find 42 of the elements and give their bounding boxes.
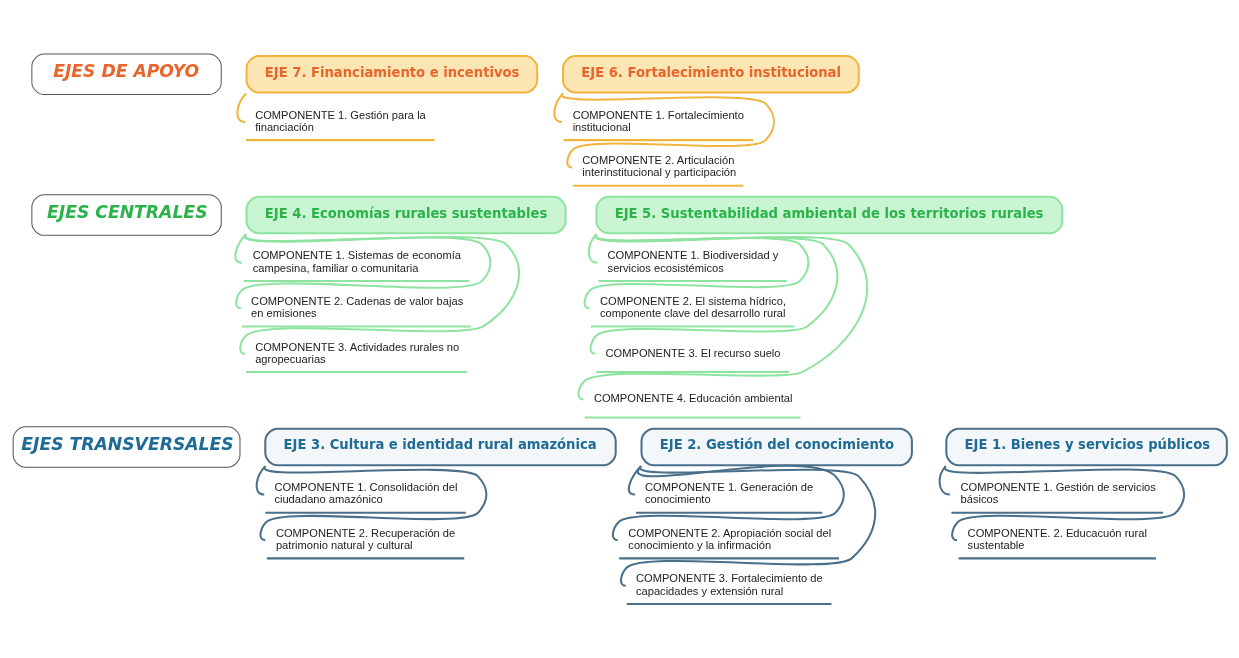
node-box: EJES TRANSVERSALES bbox=[12, 426, 240, 468]
node-box: EJE 5. Sustentabilidad ambiental de los territorios rurales bbox=[594, 195, 1063, 235]
node-box: EJE 7. Financiamiento e incentivos bbox=[245, 55, 538, 94]
connector bbox=[944, 465, 1185, 541]
connector bbox=[235, 233, 491, 310]
connector bbox=[233, 233, 247, 264]
connector bbox=[627, 465, 642, 496]
connector bbox=[552, 92, 564, 123]
node-box: EJES DE APOYO bbox=[30, 53, 222, 96]
node-text: COMPONENTE. 2. Educacuón rural sustentable bbox=[967, 526, 1147, 552]
node-text: COMPONENTE 2. Articulación interinstitucional y participación bbox=[581, 154, 736, 179]
node-text: COMPONENTE 1. Consolidación del ciudadano amazónico bbox=[273, 481, 457, 506]
connector bbox=[259, 465, 487, 542]
connector bbox=[619, 465, 876, 587]
node-text: COMPONENTE 2. El sistema hídrico, componente clave del desarrollo rural bbox=[599, 295, 786, 320]
connector bbox=[255, 465, 266, 496]
node-text: COMPONENTE 1. Gestión de servicios básicos bbox=[960, 481, 1156, 506]
node-text: COMPONENTE 1. Sistemas de economía campesina, familiar o comunitaria bbox=[252, 249, 461, 274]
connector bbox=[238, 233, 520, 355]
node-text: COMPONENTE 2. Cadenas de valor bajas en emisiones bbox=[250, 295, 463, 320]
node-box: EJE 2. Gestión del conocimiento bbox=[640, 427, 913, 467]
node-box: EJE 4. Economías rurales sustentables bbox=[245, 195, 567, 235]
node-text: COMPONENTE 3. Actividades rurales no agropecuarias bbox=[254, 340, 459, 365]
node-text: COMPONENTE 1. Fortalecimiento institucional bbox=[572, 108, 744, 133]
node-text: COMPONENTE 2. Apropiación social del conocimiento y la infirmación bbox=[627, 526, 831, 552]
connector bbox=[938, 465, 950, 496]
node-text: COMPONENTE 3. Fortalecimiento de capacidades y extensión rural bbox=[635, 572, 823, 597]
connector bbox=[587, 233, 598, 264]
node-text: COMPONENTE 4. Educación ambiental bbox=[593, 392, 792, 405]
connector bbox=[611, 464, 845, 542]
connector bbox=[589, 233, 838, 355]
node-text: COMPONENTE 3. El recurso suelo bbox=[605, 346, 781, 359]
node-box: EJES CENTRALES bbox=[30, 194, 222, 236]
node-box: EJE 6. Fortalecimiento institucional bbox=[561, 55, 860, 94]
node-text: COMPONENTE 2. Recuperación de patrimonio natural y cultural bbox=[275, 526, 455, 552]
connector bbox=[561, 93, 775, 169]
node-text: COMPONENTE 1. Gestión para la financiación bbox=[254, 108, 426, 133]
node-box: EJE 3. Cultura e identidad rural amazónica bbox=[263, 427, 617, 467]
node-text: COMPONENTE 1. Biodiversidad y servicios ecosistémicos bbox=[607, 249, 778, 274]
node-text: COMPONENTE 1. Generación de conocimiento bbox=[644, 481, 813, 506]
connector bbox=[583, 233, 809, 310]
node-box: EJE 1. Bienes y servicios públicos bbox=[944, 427, 1228, 467]
